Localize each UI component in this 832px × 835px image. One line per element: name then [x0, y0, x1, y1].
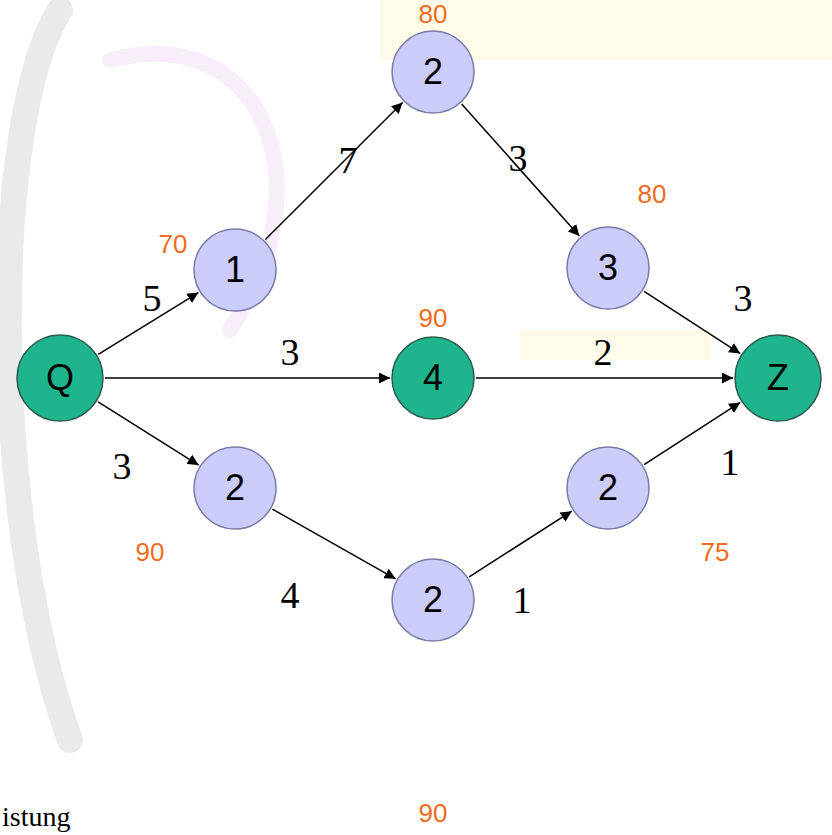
graph-node: 490 — [391, 336, 475, 420]
node-value: 90 — [419, 800, 448, 826]
arrow-connector — [469, 511, 572, 577]
node-circle-shape — [567, 447, 649, 529]
graph-node: 170 — [193, 228, 277, 312]
node-circle-shape — [194, 229, 276, 311]
node-circle-shape — [194, 447, 276, 529]
node-label: 2 — [598, 470, 618, 506]
arrow-connector — [462, 104, 580, 236]
arrow-connector — [272, 509, 395, 579]
edge-weight: 3 — [281, 333, 300, 371]
node-label: Q — [46, 360, 74, 396]
node-circle-shape — [17, 335, 103, 421]
graph-node: 290 — [193, 446, 277, 530]
node-value: 80 — [419, 1, 448, 27]
graph-node: 280 — [391, 30, 475, 114]
edge-weight: 1 — [721, 443, 740, 481]
graph-node: 290 — [391, 558, 475, 642]
node-value: 70 — [159, 231, 188, 257]
graph-node: 275 — [566, 446, 650, 530]
node-circle-shape — [392, 337, 474, 419]
node-value: 90 — [136, 539, 165, 565]
graph-node: Q — [16, 334, 104, 422]
node-value: 80 — [638, 181, 667, 207]
edge-weight: 4 — [281, 576, 300, 614]
node-label: 2 — [423, 582, 443, 618]
node-label: Z — [767, 360, 789, 396]
edge-weight: 3 — [113, 447, 132, 485]
edge-weight: 1 — [513, 581, 532, 619]
node-label: 2 — [423, 54, 443, 90]
edge-weight: 5 — [143, 279, 162, 317]
edge-weight: 2 — [594, 333, 613, 371]
node-label: 1 — [225, 252, 245, 288]
node-circle-shape — [392, 559, 474, 641]
arrow-connector — [476, 377, 733, 379]
node-circle-shape — [735, 335, 821, 421]
edge-weight: 3 — [509, 139, 528, 177]
arrow-connector — [105, 377, 390, 379]
graph-node: Z — [734, 334, 822, 422]
graph-node: 380 — [566, 226, 650, 310]
arrow-connector — [644, 291, 740, 353]
node-value: 75 — [701, 539, 730, 565]
node-value: 90 — [419, 305, 448, 331]
node-circle-shape — [567, 227, 649, 309]
edge-weight: 7 — [339, 141, 358, 179]
node-label: 2 — [225, 470, 245, 506]
node-label: 4 — [423, 360, 443, 396]
edge-weight: 3 — [734, 279, 753, 317]
node-circle-shape — [392, 31, 474, 113]
cut-off-text: istung — [2, 803, 70, 831]
arrow-connector — [265, 102, 402, 239]
node-label: 3 — [598, 250, 618, 286]
